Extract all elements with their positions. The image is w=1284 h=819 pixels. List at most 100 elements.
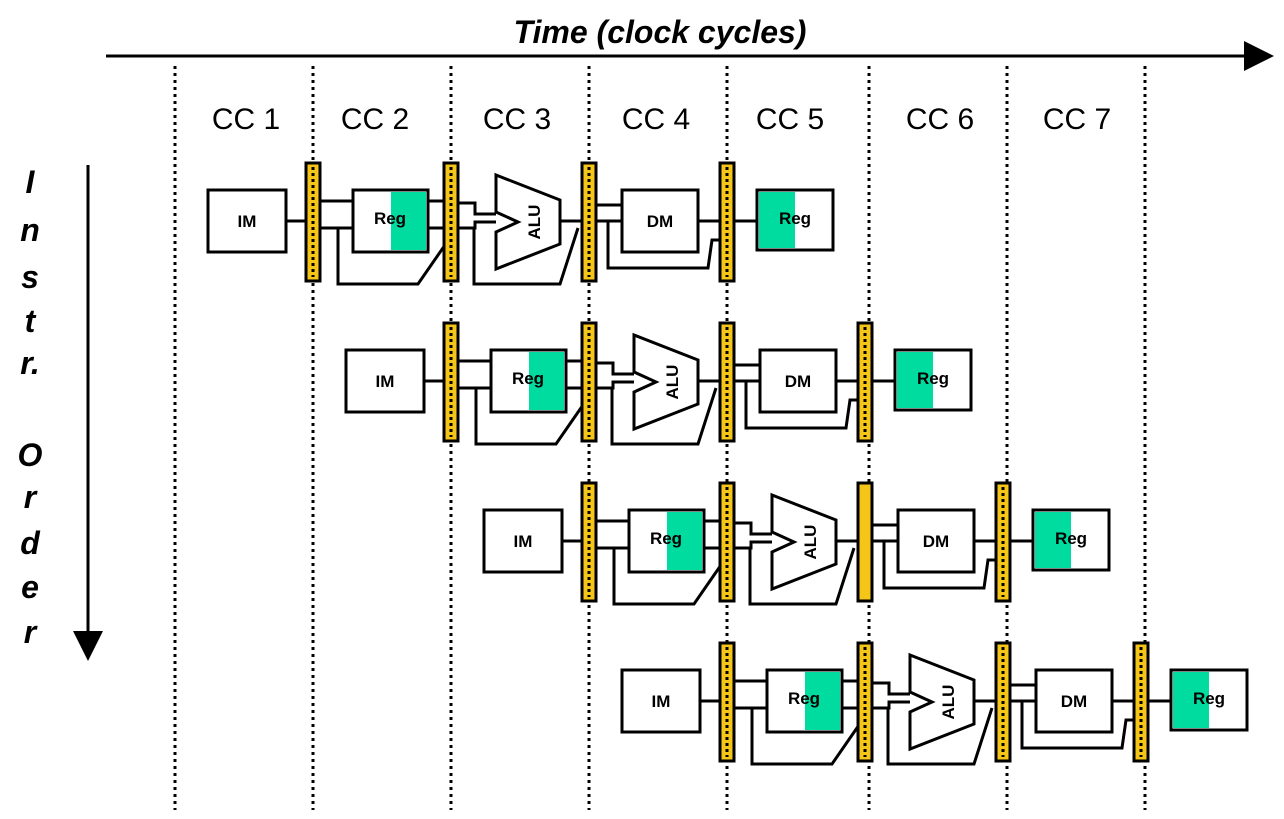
register-file-read-highlight: [667, 512, 702, 570]
cycle-label: CC 5: [756, 103, 824, 136]
wire: [734, 540, 772, 550]
wire: [458, 220, 496, 230]
register-file-read-label: Reg: [374, 209, 406, 228]
instruction-order-letter: d: [20, 525, 41, 561]
instruction-order-letter: n: [20, 212, 40, 248]
wire: [336, 228, 447, 286]
wire: [596, 361, 634, 376]
cycle-label: CC 6: [906, 103, 974, 136]
pipeline-register: [718, 641, 736, 763]
pipeline-register: [442, 161, 460, 283]
register-file-read-label: Reg: [512, 369, 544, 388]
instruction-memory-label: IM: [514, 532, 533, 551]
pipeline-register-bar: [856, 481, 874, 603]
pipeline-register: [580, 321, 598, 443]
data-memory-block: [620, 188, 700, 254]
data-memory-block: [896, 508, 976, 574]
alu-label: ALU: [663, 365, 682, 400]
register-file-write-highlight: [1035, 512, 1071, 568]
wire: [744, 381, 858, 430]
pipeline-register: [994, 641, 1012, 763]
time-axis-title: Time (clock cycles): [514, 14, 807, 50]
wire: [750, 708, 861, 766]
wire: [872, 700, 910, 710]
register-file-write-highlight: [759, 192, 795, 248]
instruction-order-letter: O: [18, 437, 43, 473]
cycle-label: CC 1: [212, 103, 280, 136]
cycle-label: CC 4: [622, 103, 690, 136]
instruction-memory-label: IM: [376, 372, 395, 391]
wire: [748, 547, 856, 606]
pipeline-register: [442, 321, 460, 443]
pipeline-register: [580, 161, 598, 283]
alu-label: ALU: [801, 525, 820, 560]
pipeline-register: [304, 161, 322, 283]
instruction-memory-block: [482, 508, 564, 574]
alu-label: ALU: [525, 205, 544, 240]
wire: [886, 707, 994, 766]
instruction-order-letter: I: [26, 164, 36, 200]
register-file-read-highlight: [805, 672, 840, 730]
wire: [606, 221, 720, 270]
data-memory-label: DM: [923, 532, 949, 551]
data-memory-label: DM: [785, 372, 811, 391]
register-file-write-highlight: [897, 352, 933, 408]
instruction-order-letter: r: [24, 479, 38, 515]
instruction-memory-label: IM: [652, 692, 671, 711]
pipeline-register: [718, 161, 736, 283]
data-memory-block: [1034, 668, 1114, 734]
register-file-read-label: Reg: [650, 529, 682, 548]
instruction-order-letter: e: [21, 569, 39, 605]
pipeline-register: [1132, 641, 1150, 763]
wire: [472, 227, 580, 286]
register-file-write-highlight: [1173, 672, 1209, 728]
wire: [612, 548, 723, 606]
cycle-labels: CC 1 CC 2 CC 3 CC 4 CC 5 CC 6 CC 7: [212, 103, 1111, 136]
data-memory-label: DM: [1061, 692, 1087, 711]
cycle-label: CC 7: [1043, 103, 1111, 136]
wire: [610, 387, 718, 446]
instruction-order-letter: s: [21, 259, 39, 295]
instruction-row: IM Reg ALU DM Reg: [344, 321, 973, 446]
instruction-memory-block: [620, 668, 702, 734]
wire: [596, 380, 634, 390]
pipeline-register: [718, 321, 736, 443]
pipeline-register: [994, 481, 1012, 603]
wire: [872, 681, 910, 696]
register-file-write-label: Reg: [1193, 689, 1225, 708]
instruction-row: IM Reg ALU DM Reg: [620, 641, 1249, 766]
pipeline-register: [856, 321, 874, 443]
alu-block: [770, 492, 838, 592]
cycle-label: CC 3: [483, 103, 551, 136]
wire: [882, 541, 996, 590]
instruction-order-letter: r.: [20, 345, 40, 381]
instruction-order-letter: r: [24, 614, 38, 650]
pipeline-register: [856, 481, 874, 603]
wire: [734, 521, 772, 536]
alu-block: [494, 172, 562, 272]
alu-label: ALU: [939, 685, 958, 720]
data-memory-label: DM: [647, 212, 673, 231]
alu-block: [632, 332, 700, 432]
wire: [474, 388, 585, 446]
cycle-label: CC 2: [341, 103, 409, 136]
alu-block: [908, 652, 976, 752]
pipeline-register: [856, 641, 874, 763]
wire: [458, 201, 496, 216]
register-file-write-label: Reg: [779, 209, 811, 228]
data-memory-block: [758, 348, 838, 414]
pipeline-register: [580, 481, 598, 603]
pipeline-register: [718, 481, 736, 603]
register-file-write-label: Reg: [917, 369, 949, 388]
instruction-memory-block: [206, 188, 288, 254]
wire: [1020, 701, 1134, 750]
register-file-read-highlight: [529, 352, 564, 410]
register-file-read-label: Reg: [788, 689, 820, 708]
register-file-read-highlight: [391, 192, 426, 250]
instruction-order-letter: t: [25, 303, 37, 339]
